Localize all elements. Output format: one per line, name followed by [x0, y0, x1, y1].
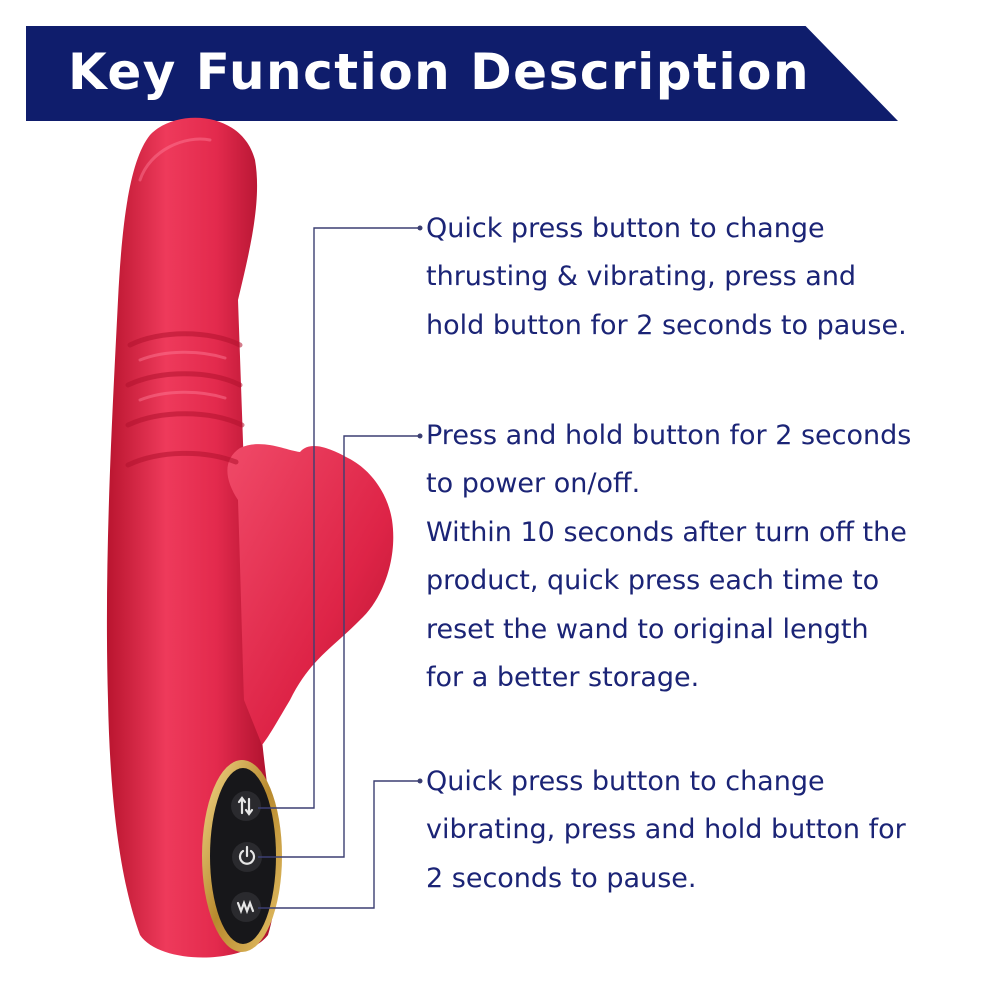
- thrust-button-description: Quick press button to change thrusting &…: [426, 205, 986, 350]
- power-button[interactable]: [232, 842, 262, 872]
- leader-dot-3: [417, 778, 423, 784]
- title-banner: [26, 26, 898, 121]
- desc-line: Within 10 seconds after turn off the: [426, 516, 907, 548]
- desc-line: product, quick press each time to: [426, 565, 880, 597]
- desc-line: Quick press button to change: [426, 213, 825, 244]
- desc-line: 2 seconds to pause.: [426, 862, 697, 894]
- thrust-mode-icon: [237, 796, 254, 816]
- desc-line: reset the wand to original length: [426, 613, 869, 645]
- leader-dot-1: [417, 225, 423, 231]
- power-icon: [238, 845, 256, 865]
- vibration-button-description: Quick press button to change vibrating, …: [426, 758, 986, 903]
- desc-line: for a better storage.: [426, 662, 700, 694]
- shaft: [106, 117, 276, 958]
- leader-line-2: [258, 435, 418, 858]
- leader-lines: [258, 227, 418, 909]
- desc-line: to power on/off.: [426, 468, 641, 500]
- desc-line: Quick press button to change: [426, 766, 825, 797]
- desc-line: hold button for 2 seconds to pause.: [426, 309, 907, 341]
- leader-line-1: [258, 227, 418, 809]
- desc-line: vibrating, press and hold button for: [426, 814, 906, 846]
- vibration-button[interactable]: [231, 892, 261, 922]
- thrust-button[interactable]: [231, 791, 261, 821]
- shaft-ridges: [125, 331, 245, 468]
- clitoral-arm: [227, 444, 394, 745]
- leader-dot-2: [417, 433, 423, 439]
- desc-line: thrusting & vibrating, press and: [426, 261, 857, 293]
- desc-line: Press and hold button for 2 seconds: [426, 420, 912, 451]
- vibration-mode-icon: [236, 899, 255, 915]
- power-button-description: Press and hold button for 2 seconds to p…: [426, 412, 986, 702]
- page-title: Key Function Description: [68, 43, 811, 101]
- leader-line-3: [258, 780, 418, 909]
